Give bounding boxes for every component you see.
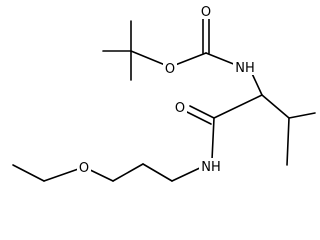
atom-nh-carbamate: NH	[233, 59, 257, 76]
bond-amide-nh-to-chain	[171, 165, 205, 182]
atom-o-amide-label: O	[175, 101, 185, 116]
atom-o-ester-label: O	[165, 62, 175, 77]
bond-alpha-c-to-amide-c	[213, 94, 263, 119]
chemical-structure: O O NH O NH O	[12, 3, 316, 182]
atom-o-ether: O	[77, 159, 91, 176]
atom-o-ester: O	[163, 60, 177, 77]
bond-alpha-c-to-isopropyl-ch	[261, 94, 290, 119]
atom-o-carbamate-carbonyl-label: O	[201, 5, 211, 20]
atom-nh-carbamate-label: NH	[235, 61, 255, 76]
atom-nh-amide: NH	[199, 158, 223, 175]
bond-isopropyl-methyl-right	[288, 112, 316, 119]
bond-isopropyl-methyl-down	[286, 117, 290, 166]
bond-ethyl-ch2-to-ch3	[12, 164, 45, 182]
bond-amide-c-to-nh	[211, 117, 215, 161]
atom-o-carbamate-carbonyl: O	[199, 3, 213, 20]
bond-amide-co-double-a	[189, 105, 215, 119]
bonds	[12, 13, 316, 182]
bond-amide-co-double-b	[186, 111, 212, 125]
atom-nh-amide-label: NH	[201, 160, 221, 175]
bond-chain-c2-c3	[112, 163, 144, 182]
atom-labels: O O NH O NH O	[77, 3, 257, 176]
atom-o-amide: O	[173, 99, 187, 116]
atom-o-ether-label: O	[79, 161, 89, 176]
bond-chain-c1-c2	[142, 163, 173, 182]
